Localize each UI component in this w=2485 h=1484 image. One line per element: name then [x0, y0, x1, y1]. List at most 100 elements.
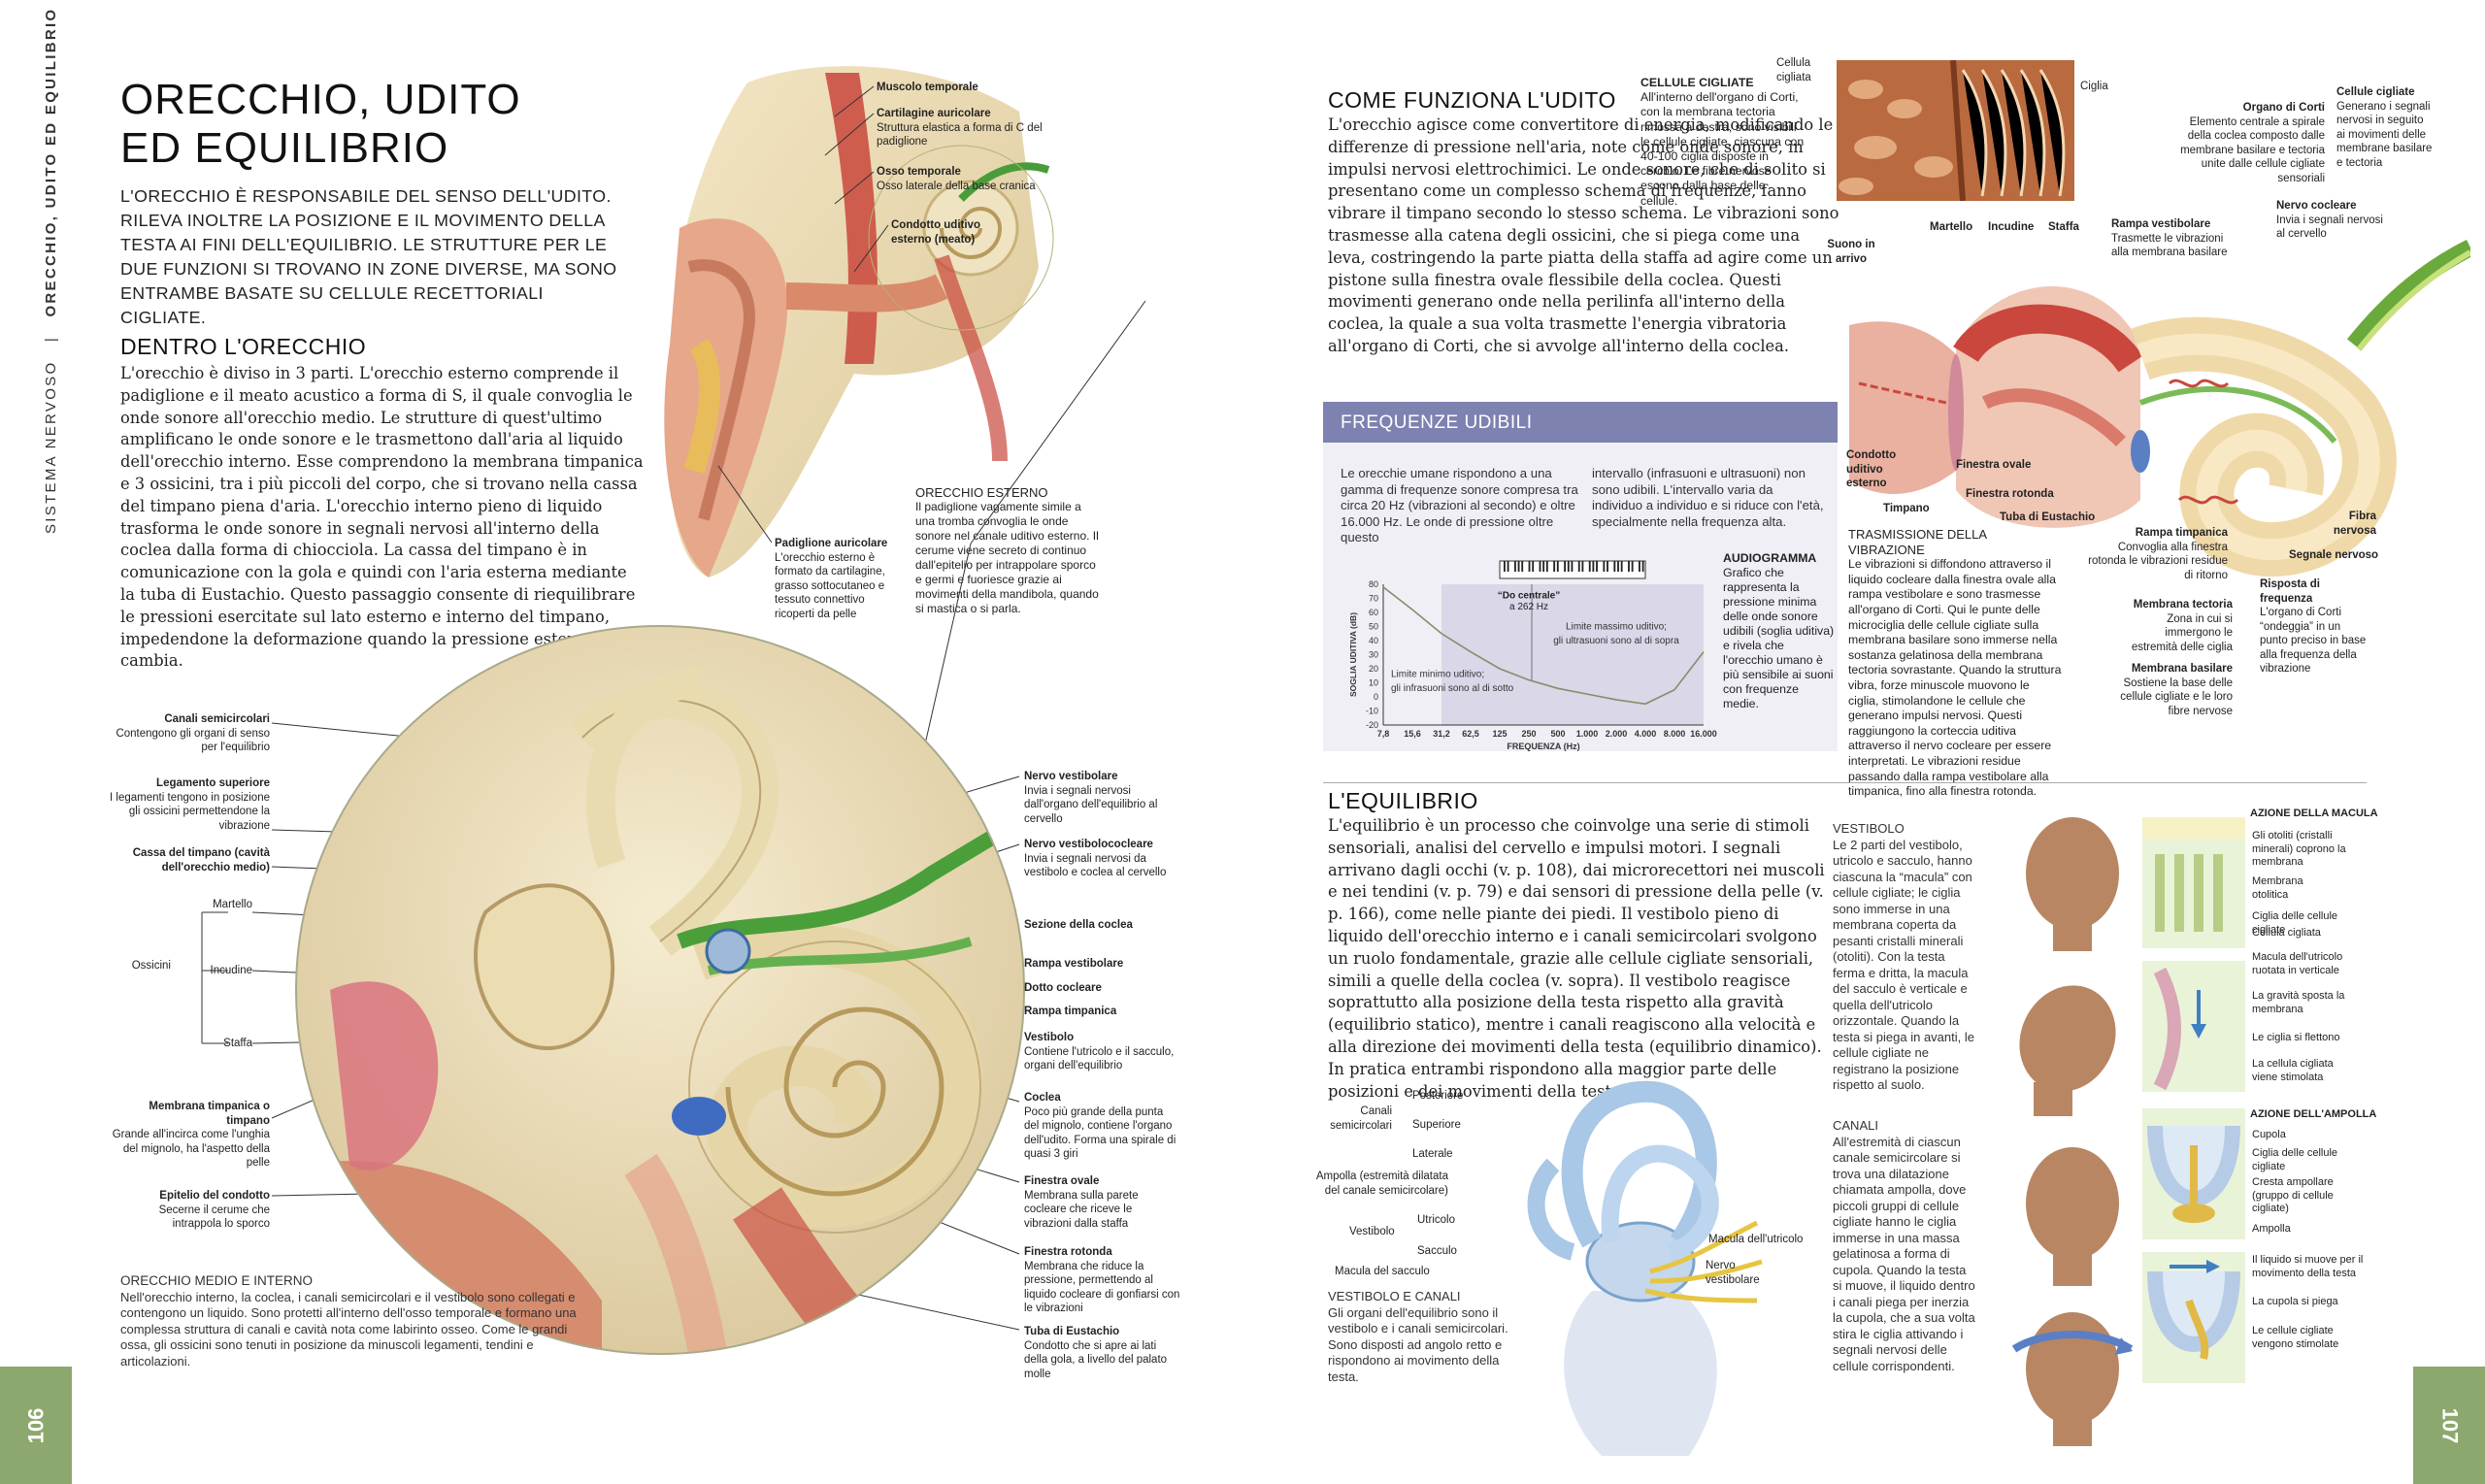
label-organo-desc: Elemento centrale a spirale della coclea… — [2180, 115, 2325, 184]
middle-inner-ear-illustration — [295, 625, 1025, 1355]
caption-cellule-cigliate: CELLULE CIGLIATE All'interno dell'organo… — [1640, 76, 1806, 209]
label-cochlea-rampa-v-desc: Trasmette le vibrazioni alla membrana ba… — [2111, 232, 2228, 259]
label-posteriore: Posteriore — [1412, 1090, 1464, 1102]
label-sacculo: Sacculo — [1417, 1245, 1457, 1257]
piano-black-key — [1620, 561, 1623, 572]
label-vestibolo-desc: Contiene l'utricolo e il sacculo, organi… — [1024, 1045, 1175, 1072]
label-nervo-vest-title: Nervo vestibolare — [1024, 771, 1118, 782]
piano-black-key — [1639, 561, 1640, 572]
label-staffa-cochlea: Staffa — [2048, 221, 2079, 233]
piano-black-key — [1513, 561, 1516, 572]
canali-text: All'estremità di ciascun canale semicirc… — [1833, 1134, 1975, 1373]
piano-black-key — [1631, 561, 1634, 572]
label-padiglione-desc: L'orecchio esterno è formato da cartilag… — [775, 551, 885, 620]
page-number-left: 106 — [0, 1367, 72, 1484]
piano-black-key — [1603, 561, 1606, 572]
head-illustrations — [2011, 817, 2134, 1446]
label-condotto-cochlea: Condotto uditivo esterno — [1846, 449, 1897, 489]
label-staffa: Staffa — [223, 1038, 252, 1049]
page-title-line1: ORECCHIO, UDITO — [120, 76, 521, 123]
label-rampa-timpanica: Rampa timpanica — [1024, 1005, 1116, 1019]
label-padiglione-title: Padiglione auricolare — [775, 538, 888, 549]
label-canali-title: Canali semicircolari — [164, 713, 270, 725]
label-muscolo-temporale: Muscolo temporale — [877, 81, 978, 95]
piano-black-key — [1571, 561, 1574, 572]
caption-orecchio-medio: ORECCHIO MEDIO E INTERNO Nell'orecchio i… — [120, 1273, 577, 1369]
macula-ciglia: Ciglia delle cellule cigliate — [2252, 910, 2338, 936]
caption-vest-text: Gli organi dell'equilibrio sono il vesti… — [1328, 1304, 1508, 1384]
page-number-right: 107 — [2413, 1367, 2485, 1484]
label-canali-semicircolari-vest: Canali semicircolari — [1330, 1105, 1392, 1132]
x-tick-label: 1.000 — [1576, 729, 1599, 739]
label-segnale-nervoso: Segnale nervoso — [2289, 549, 2379, 561]
vestibolo-heading: VESTIBOLO — [1833, 821, 1905, 836]
ampolla-piega: La cupola si piega — [2252, 1296, 2338, 1307]
limit-max-line1: Limite massimo uditivo; — [1566, 621, 1667, 632]
label-tuba-desc: Condotto che si apre ai lati della gola,… — [1024, 1339, 1168, 1380]
frequenze-text2: intervallo (infrasuoni e ultrasuoni) non… — [1592, 466, 1824, 529]
cilia-text: All'interno dell'organo di Corti, con la… — [1640, 90, 1805, 208]
caption-canali: CANALI All'estremità di ciascun canale s… — [1833, 1118, 1978, 1374]
label-osso-desc: Osso laterale della base cranica — [877, 180, 1036, 192]
label-rampa-v-title: Rampa vestibolare — [1024, 958, 1124, 970]
frequenze-header: FREQUENZE UDIBILI — [1323, 402, 1838, 443]
outer-ear-illustration — [664, 66, 1054, 578]
label-legamento-desc: I legamenti tengono in posizione gli oss… — [110, 791, 270, 832]
label-risposta-title: Risposta di frequenza — [2260, 578, 2320, 605]
y-tick-label: -10 — [1366, 707, 1378, 716]
lead-paragraph: L'ORECCHIO È RESPONSABILE DEL SENSO DELL… — [120, 186, 617, 327]
ampolla-ciglia: Ciglia delle cellule cigliate — [2252, 1147, 2338, 1172]
piano-black-key — [1504, 561, 1506, 572]
piano-black-key — [1607, 561, 1608, 572]
label-coclea-title: Coclea — [1024, 1092, 1061, 1104]
x-tick-label: 15,6 — [1404, 729, 1421, 739]
label-utricolo: Utricolo — [1417, 1214, 1455, 1226]
cilia-heading: CELLULE CIGLIATE — [1640, 76, 1754, 89]
label-membrana-title: Membrana timpanica o timpano — [149, 1101, 270, 1127]
label-nervo-vest-desc: Invia i segnali nervosi dall'organo dell… — [1024, 784, 1158, 825]
label-organo-title: Organo di Corti — [2242, 102, 2325, 114]
label-risposta-desc: L'organo di Corti “ondeggia” in un punto… — [2260, 607, 2367, 675]
label-cellule-desc: Generano i segnali nervosi in seguito ai… — [2336, 100, 2433, 169]
frequenze-heading: FREQUENZE UDIBILI — [1341, 412, 1533, 433]
label-finestra-r-title: Finestra rotonda — [1024, 1246, 1112, 1258]
x-tick-label: 7,8 — [1377, 729, 1390, 739]
piano-black-key — [1517, 561, 1520, 572]
label-dotto-title: Dotto cocleare — [1024, 982, 1102, 994]
caption-esterno-heading: ORECCHIO ESTERNO — [915, 485, 1048, 500]
label-cochlea-rampa-t-desc: Convoglia alla finestra rotonda le vibra… — [2088, 541, 2228, 581]
y-tick-label: -20 — [1366, 720, 1378, 730]
macula-panels — [2142, 817, 2245, 1092]
vestibolo-text: Le 2 parti del vestibolo, utricolo e sac… — [1833, 837, 1974, 1093]
label-finestra-r-desc: Membrana che riduce la pressione, permet… — [1024, 1260, 1180, 1315]
piano-black-key — [1577, 561, 1580, 572]
label-nervo-cocleare-desc: Invia i segnali nervosi al cervello — [2276, 214, 2383, 241]
label-cochlea-rampa-v-title: Rampa vestibolare — [2111, 218, 2211, 230]
caption-medio-heading: ORECCHIO MEDIO E INTERNO — [120, 1273, 314, 1288]
piano-black-key — [1641, 561, 1644, 572]
y-axis-label: SOGLIA UDITIVA (dB) — [1348, 612, 1358, 697]
piano-black-key — [1617, 561, 1619, 572]
label-cellula-cigliata-photo: Cellula cigliata — [1776, 57, 1811, 83]
x-tick-label: 125 — [1492, 729, 1507, 739]
y-tick-label: 0 — [1374, 692, 1378, 702]
label-ciglia-photo: Ciglia — [2080, 81, 2108, 92]
label-finestra-rotonda-cochlea: Finestra rotonda — [1966, 488, 2054, 500]
label-rampa-t-title: Rampa timpanica — [1024, 1006, 1117, 1017]
y-tick-label: 70 — [1369, 594, 1378, 604]
audiogramma-text: Grafico che rappresenta la pressione min… — [1723, 566, 1835, 710]
macula-flettono: Le ciglia si flettono — [2252, 1032, 2340, 1043]
audible-range-shade — [1441, 584, 1704, 725]
x-tick-label: 4.000 — [1635, 729, 1657, 739]
ampolla-heading: AZIONE DELL'AMPOLLA — [2250, 1108, 2377, 1120]
